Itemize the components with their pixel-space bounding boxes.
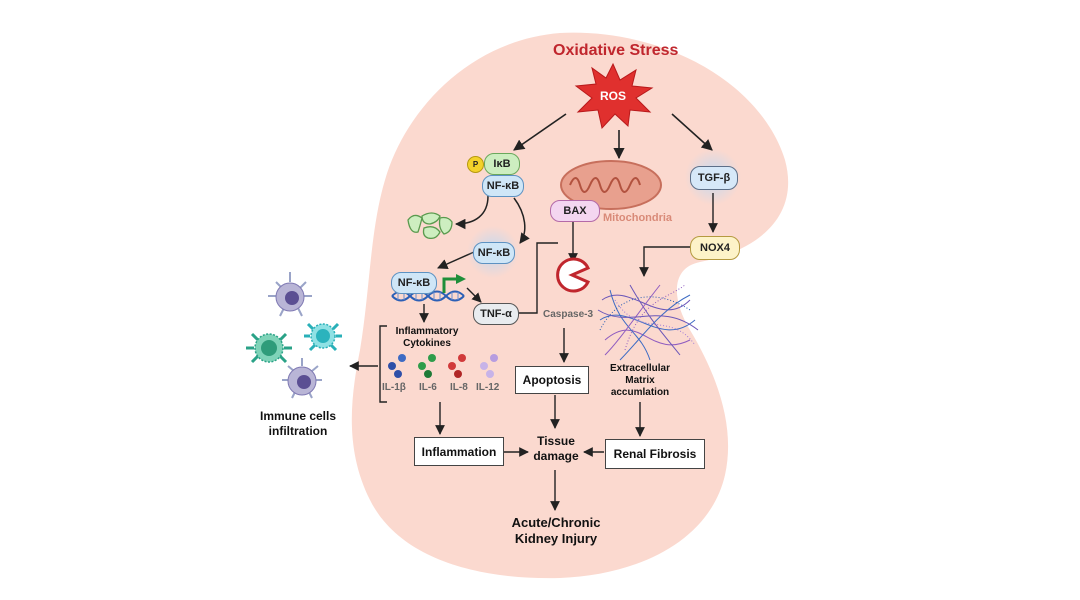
ros-burst-icon (574, 62, 654, 130)
nfkb-complex-pill: NF-κB (482, 175, 524, 197)
arrow-nfkb-tnf (466, 287, 482, 303)
phospho-badge: P (467, 156, 484, 173)
arrow-nfkb-release (513, 197, 530, 244)
ecm-fibres-icon (597, 284, 699, 361)
arrow-ros-tgfb (671, 113, 713, 151)
caspase-label: Caspase-3 (543, 309, 594, 320)
mitochondria-label: Mitochondria (603, 212, 673, 224)
il12-label: IL-12 (476, 382, 500, 393)
il8-label: IL-8 (450, 382, 468, 393)
il1b-label: IL-1β (382, 382, 406, 393)
il8-dots-icon (448, 354, 466, 378)
apoptosis-box: Apoptosis (515, 366, 589, 394)
mitochondria-icon (560, 160, 662, 210)
nfkb-free-pill: NF-κB (473, 242, 515, 264)
immune-label: Immune cells infiltration (259, 409, 337, 438)
renal-fibrosis-box: Renal Fibrosis (605, 439, 705, 469)
nox4-pill: NOX4 (690, 236, 740, 260)
outcome-label: Acute/Chronic Kidney Injury (511, 515, 601, 546)
arrow-ikb-degrade (454, 195, 489, 230)
il1b-dots-icon (388, 354, 406, 378)
ikb-pill: IκB (484, 153, 520, 175)
arrow-nox4-ecm (639, 246, 690, 277)
ecm-label: Extracellular Matrix accumlation (609, 363, 671, 398)
immune-cell-bottom-icon (282, 358, 322, 399)
immune-cell-top-icon (268, 272, 312, 317)
immune-cell-right-icon (304, 322, 342, 352)
nfkb-dna-pill: NF-κB (391, 272, 437, 294)
bax-pill: BAX (550, 200, 600, 222)
il12-dots-icon (480, 354, 498, 378)
tissue-damage-label: Tissue damage (533, 434, 579, 463)
cytokine-bracket (379, 325, 387, 403)
diagram-title: Oxidative Stress (553, 42, 679, 59)
immune-cell-left-icon (246, 332, 292, 364)
caspase-icon (556, 257, 591, 293)
il6-label: IL-6 (419, 382, 437, 393)
inflammation-box: Inflammation (414, 437, 504, 466)
il6-dots-icon (418, 354, 436, 378)
tgfb-pill: TGF-β (690, 166, 738, 190)
ikb-degraded-icon (407, 212, 453, 240)
kidney-shape (351, 32, 789, 579)
tnf-pill: TNF-α (473, 303, 519, 325)
arrow-tnf-caspase (517, 242, 558, 314)
transcription-start-icon (442, 277, 458, 293)
arrow-ros-nfkb (513, 113, 567, 151)
ros-label: ROS (600, 89, 627, 103)
cytokines-title: Inflammatory Cytokines (395, 326, 459, 349)
